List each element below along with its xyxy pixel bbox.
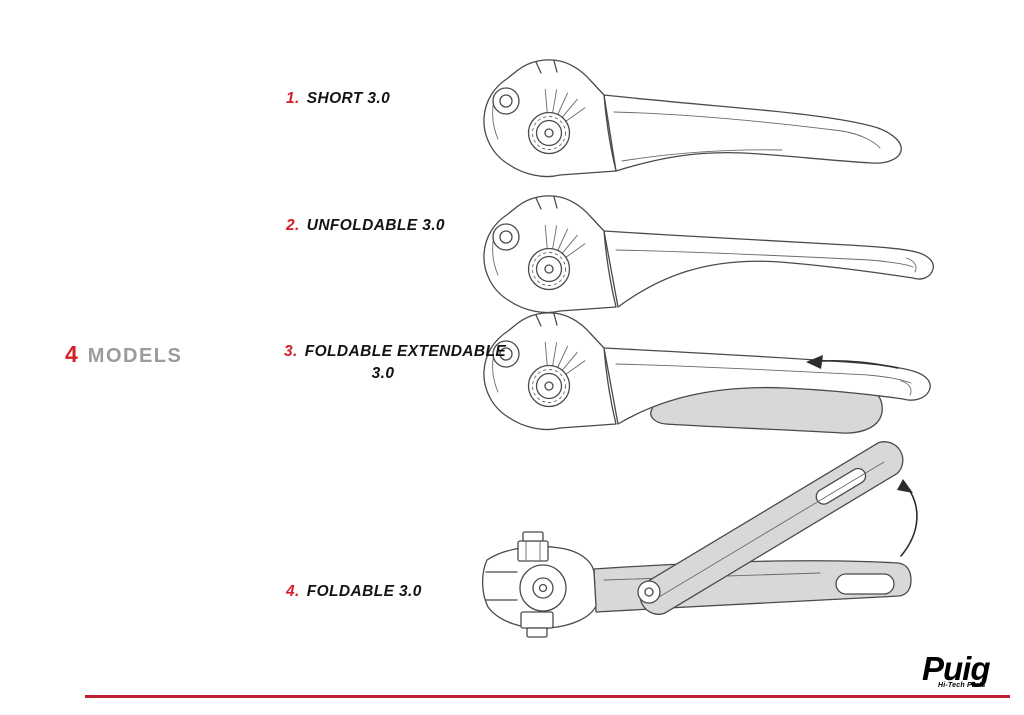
fold-arrow-icon [897, 479, 918, 557]
model-4-name: FOLDABLE 3.0 [306, 583, 422, 600]
lever-foldable-extendable-blade [603, 347, 931, 425]
lever-unfoldable-blade [603, 230, 934, 308]
model-1-number: 1. [286, 90, 300, 107]
model-label-foldable: 4. FOLDABLE 3.0 [286, 583, 422, 601]
puig-logo-tagline: Hi-Tech Parts [938, 682, 986, 689]
model-3-name: FOLDABLE EXTENDABLE [304, 343, 507, 360]
model-4-number: 4. [286, 583, 300, 600]
model-label-unfoldable: 2. UNFOLDABLE 3.0 [286, 217, 445, 235]
footer-red-rule [85, 695, 1010, 698]
lever-short-pivot [483, 59, 617, 178]
puig-logo-brand: Puig [922, 650, 990, 687]
lever-unfoldable-drawing [483, 195, 934, 314]
lever-foldable-extendable-pivot [483, 312, 617, 431]
model-2-number: 2. [286, 217, 300, 234]
lever-foldable-drawing [481, 441, 918, 638]
lever-foldable-extendable-drawing [483, 312, 931, 434]
model-1-name: SHORT 3.0 [306, 90, 391, 107]
puig-logo: Puig Hi-Tech Parts [922, 652, 990, 689]
clamp-bolt-bottom [520, 611, 554, 629]
clamp-bolt-top [517, 540, 549, 562]
model-label-foldable-extendable: 3. FOLDABLE EXTENDABLE 3.0 [284, 343, 506, 383]
models-heading-label: MODELS [87, 345, 183, 367]
lever-short-blade [603, 94, 902, 172]
models-count: 4 [65, 341, 78, 367]
models-heading: 4 MODELS [65, 341, 182, 368]
model-label-short: 1. SHORT 3.0 [286, 90, 390, 108]
base-arm-slot [835, 573, 895, 595]
model-2-name: UNFOLDABLE 3.0 [306, 217, 445, 234]
model-3-number: 3. [284, 343, 298, 360]
lever-short-drawing [483, 59, 902, 178]
model-3-name-line2: 3.0 [371, 365, 395, 382]
lever-unfoldable-pivot [483, 195, 617, 314]
extend-arrow-icon [806, 355, 899, 369]
